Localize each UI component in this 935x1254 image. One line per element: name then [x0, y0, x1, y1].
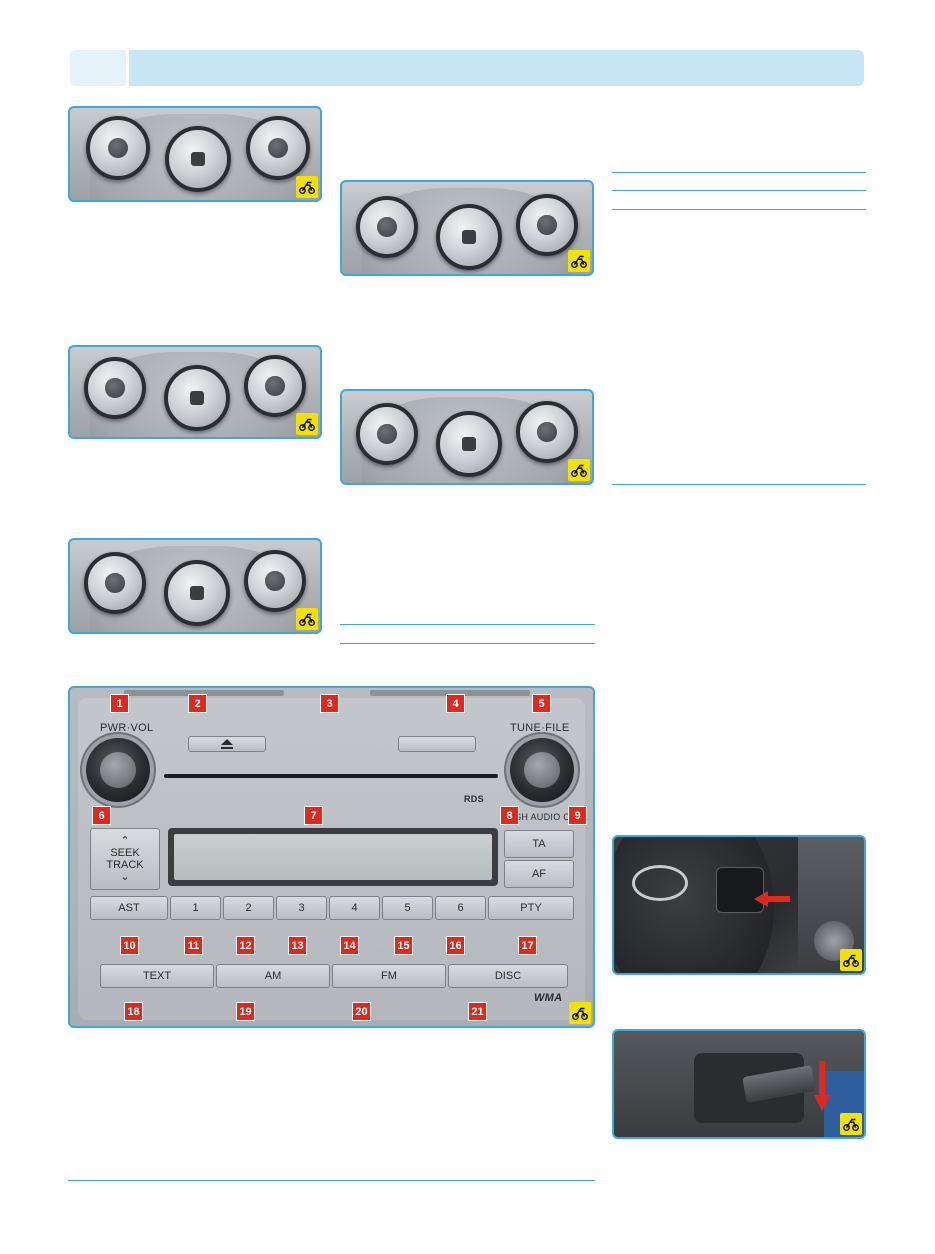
fan-knob	[164, 365, 230, 431]
callout-1: 1	[110, 694, 129, 713]
rds-logo: RDS	[464, 794, 484, 804]
radio-head-unit-photo: PWR·VOL TUNE·FILE RDS PUSH AUDIO CTRL ⌃ …	[68, 686, 595, 1028]
mode-knob	[84, 552, 146, 614]
callout-20: 20	[352, 1002, 371, 1021]
temp-knob	[244, 355, 306, 417]
fm-button: FM	[332, 964, 446, 988]
section-number-tab	[70, 50, 129, 86]
mode-knob	[84, 357, 146, 419]
steering-wheel-photo	[612, 835, 866, 975]
callout-8: 8	[500, 806, 519, 825]
climate-panel-photo-3	[68, 345, 322, 439]
callout-3: 3	[320, 694, 339, 713]
eject-button	[188, 736, 266, 752]
pty-button: PTY	[488, 896, 574, 920]
arrow-icon	[754, 891, 790, 907]
preset-button: 1	[170, 896, 221, 920]
ta-button: TA	[504, 830, 574, 858]
toyota-logo	[632, 865, 688, 901]
divider-rule	[612, 484, 866, 485]
callout-11: 11	[184, 936, 203, 955]
preset-button: 3	[276, 896, 327, 920]
chevron-up-icon: ⌃	[120, 835, 130, 847]
wma-logo: WMA	[534, 992, 563, 1004]
callout-17: 17	[518, 936, 537, 955]
fan-knob	[436, 204, 502, 270]
text-button: TEXT	[100, 964, 214, 988]
callout-7: 7	[304, 806, 323, 825]
motorcycle-icon	[568, 459, 590, 481]
motorcycle-icon	[296, 608, 318, 630]
cd-button-4	[398, 736, 476, 752]
callout-19: 19	[236, 1002, 255, 1021]
climate-panel-photo-5	[68, 538, 322, 634]
disc-button: DISC	[448, 964, 568, 988]
pwr-vol-knob	[86, 738, 150, 802]
motorcycle-icon	[568, 250, 590, 272]
divider-rule	[340, 624, 595, 625]
motorcycle-icon	[569, 1002, 591, 1024]
callout-4: 4	[446, 694, 465, 713]
seek-track-button: ⌃ SEEK TRACK ⌄	[90, 828, 160, 890]
callout-6: 6	[92, 806, 111, 825]
ast-button: AST	[90, 896, 168, 920]
motorcycle-icon	[296, 413, 318, 435]
tune-file-knob	[510, 738, 574, 802]
fan-knob	[165, 126, 231, 192]
callout-9: 9	[568, 806, 587, 825]
am-button: AM	[216, 964, 330, 988]
temp-knob	[244, 550, 306, 612]
preset-button: 6	[435, 896, 486, 920]
preset-button: 2	[223, 896, 274, 920]
column-switch-photo	[612, 1029, 866, 1139]
temp-knob	[516, 194, 578, 256]
fan-knob	[436, 411, 502, 477]
pwr-vol-label: PWR·VOL	[100, 722, 154, 734]
section-header-band	[70, 50, 864, 86]
callout-13: 13	[288, 936, 307, 955]
callout-2: 2	[188, 694, 207, 713]
motorcycle-icon	[840, 949, 862, 971]
temp-knob	[246, 116, 310, 180]
push-audio-ctrl-label: PUSH AUDIO CTRL	[502, 812, 589, 822]
callout-15: 15	[394, 936, 413, 955]
climate-panel-photo-4	[340, 389, 594, 485]
preset-button: 4	[329, 896, 380, 920]
fan-knob	[164, 560, 230, 626]
chevron-down-icon: ⌄	[120, 871, 130, 883]
callout-10: 10	[120, 936, 139, 955]
climate-panel-photo-2	[340, 180, 594, 276]
eject-icon	[221, 739, 233, 749]
cd-slot	[164, 774, 498, 778]
lcd-display	[168, 828, 498, 886]
callout-16: 16	[446, 936, 465, 955]
temp-knob	[516, 401, 578, 463]
mode-knob	[356, 403, 418, 465]
divider-rule	[68, 1180, 595, 1181]
divider-rule	[612, 190, 866, 191]
climate-panel-photo-1	[68, 106, 322, 202]
motorcycle-icon	[840, 1113, 862, 1135]
divider-rule	[612, 209, 866, 210]
arrow-icon	[814, 1061, 830, 1111]
callout-21: 21	[468, 1002, 487, 1021]
af-button: AF	[504, 860, 574, 888]
motorcycle-icon	[296, 176, 318, 198]
callout-18: 18	[124, 1002, 143, 1021]
mode-knob	[86, 116, 150, 180]
callout-12: 12	[236, 936, 255, 955]
tune-file-label: TUNE·FILE	[510, 722, 570, 734]
preset-button: 5	[382, 896, 433, 920]
divider-rule	[612, 172, 866, 173]
mode-knob	[356, 196, 418, 258]
callout-14: 14	[340, 936, 359, 955]
divider-rule	[340, 643, 595, 644]
callout-5: 5	[532, 694, 551, 713]
